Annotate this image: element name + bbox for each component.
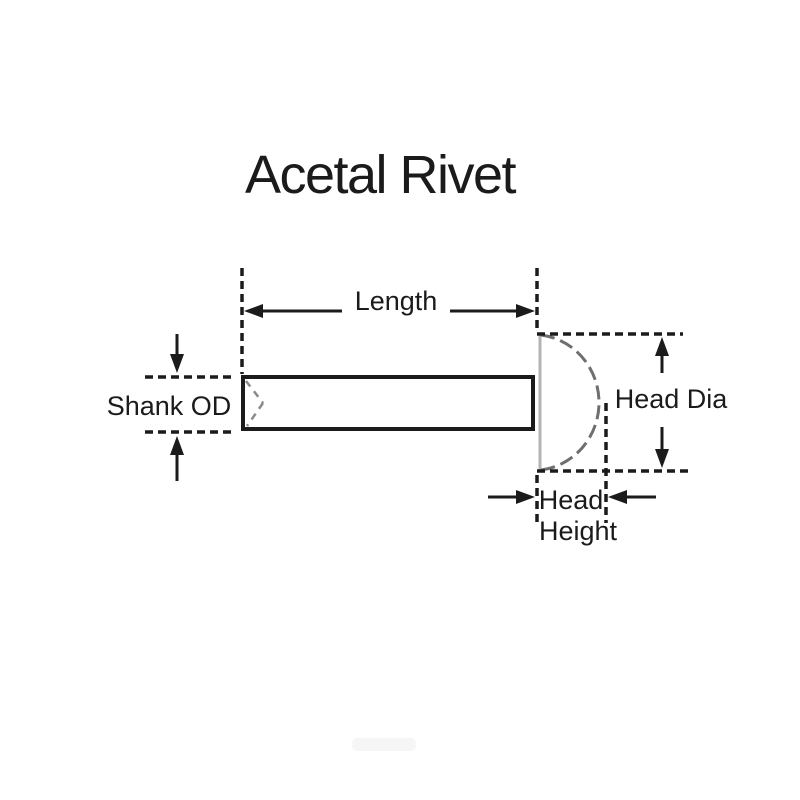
length-dimension-group: Length bbox=[240, 268, 539, 374]
head-height-label-line1: Head bbox=[539, 485, 604, 515]
head-dia-arrowhead-bottom bbox=[655, 449, 669, 468]
head-height-label-line2: Height bbox=[539, 516, 618, 546]
shank-od-label: Shank OD bbox=[107, 391, 232, 421]
head-dia-label: Head Dia bbox=[615, 384, 729, 414]
shank-od-arrowhead-top bbox=[170, 354, 184, 373]
shank-od-arrowhead-bottom bbox=[170, 436, 184, 455]
shank-outline bbox=[241, 375, 535, 431]
head-dia-dimension-group: Head Dia bbox=[537, 332, 729, 473]
head-dia-arrowhead-top bbox=[655, 337, 669, 356]
head-height-dimension-group: Head Height bbox=[488, 403, 656, 546]
shank-od-dimension-group: Shank OD bbox=[107, 334, 232, 481]
shank-end-hidden-line bbox=[245, 380, 265, 427]
rivet-body-group bbox=[241, 333, 601, 472]
length-arrowhead-right bbox=[516, 304, 535, 318]
head-height-arrowhead-left bbox=[516, 490, 535, 504]
diagram-title: Acetal Rivet bbox=[245, 145, 517, 205]
faint-smudge bbox=[352, 738, 416, 751]
length-label: Length bbox=[355, 286, 438, 316]
head-dome-arc bbox=[540, 333, 601, 472]
length-arrowhead-left bbox=[244, 304, 263, 318]
head-height-arrowhead-right bbox=[608, 490, 627, 504]
